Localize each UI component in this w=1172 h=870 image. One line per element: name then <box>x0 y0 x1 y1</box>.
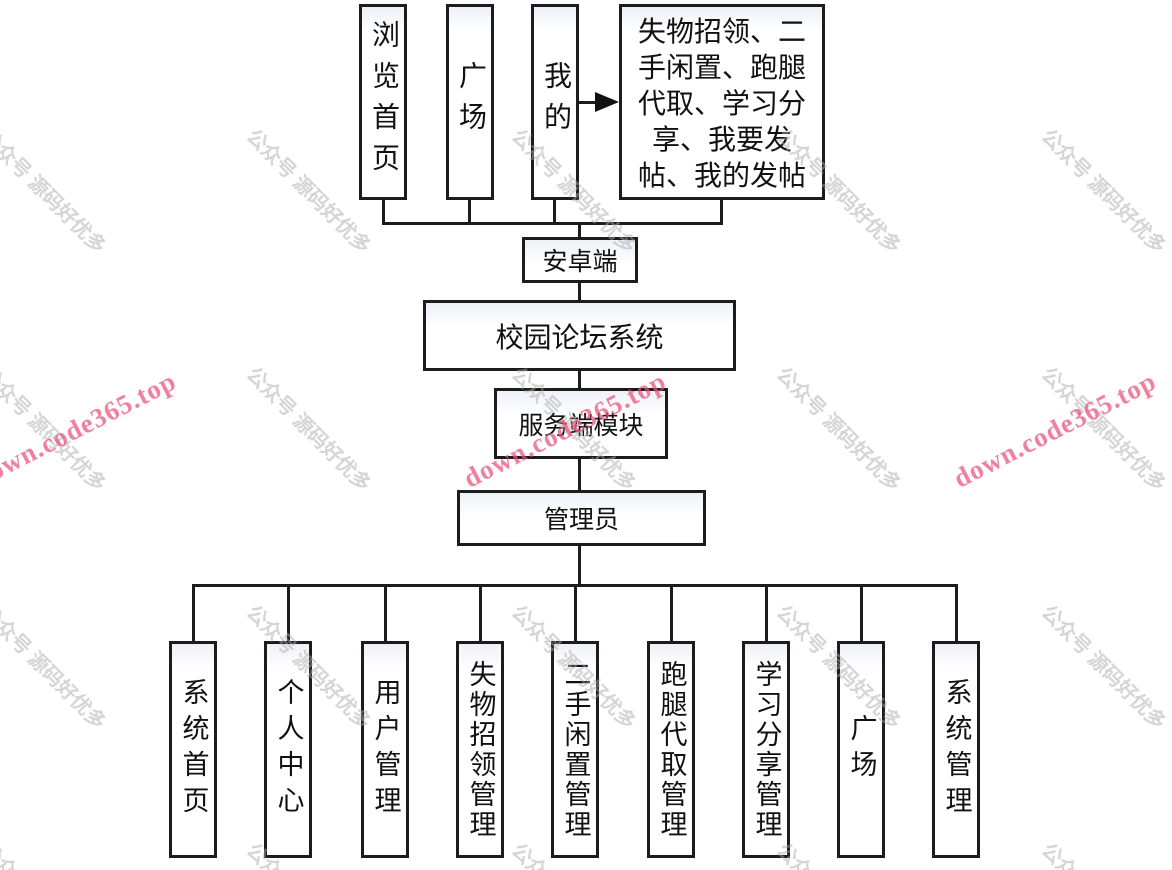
connector-mine <box>553 199 556 224</box>
connector-admin-to-bus <box>578 545 581 586</box>
connector-features <box>720 199 723 224</box>
node-mine-features: 失物招领、二 手闲置、跑腿 代取、学习分 享、我要发 帖、我的发帖 <box>619 4 825 200</box>
watermark-gray: 公众号 源码好优多 <box>0 601 110 735</box>
node-forum-system: 校园论坛系统 <box>423 300 736 371</box>
arrow-shaft <box>578 101 598 104</box>
connector-plaza <box>468 199 471 224</box>
node-user-mgmt-label: 用户管理 <box>370 677 401 822</box>
node-system-mgmt: 系统管理 <box>932 641 980 858</box>
node-user-mgmt: 用户管理 <box>361 641 409 858</box>
node-lost-found-mgmt: 失物招领管理 <box>456 641 504 858</box>
watermark-gray: 公众号 源码好优多 <box>1036 835 1172 870</box>
connector-server-to-admin <box>578 458 581 491</box>
connector-drop-1 <box>192 585 195 642</box>
node-android-label: 安卓端 <box>542 249 618 276</box>
node-mine-label: 我的 <box>540 61 571 143</box>
connector-drop-6 <box>670 585 673 642</box>
node-android: 安卓端 <box>522 237 638 283</box>
node-plaza: 广场 <box>446 4 494 200</box>
node-forum-system-label: 校园论坛系统 <box>495 322 664 354</box>
node-system-home-label: 系统首页 <box>178 677 209 822</box>
connector-drop-8 <box>860 585 863 642</box>
watermark-gray: 公众号 源码好优多 <box>0 835 114 870</box>
connector-android-to-system <box>578 282 581 301</box>
watermark-gray: 公众号 源码好优多 <box>771 363 905 497</box>
node-plaza-mgmt: 广场 <box>837 641 885 858</box>
node-secondhand-mgmt: 二手闲置管理 <box>551 641 599 858</box>
node-system-mgmt-label: 系统管理 <box>941 677 972 822</box>
features-line: 失物招领、二 <box>637 17 806 48</box>
node-system-home: 系统首页 <box>169 641 217 858</box>
watermark-gray: 公众号 源码好优多 <box>241 363 375 497</box>
features-line: 代取、学习分 <box>637 89 806 120</box>
connector-drop-5 <box>574 585 577 642</box>
connector-drop-3 <box>384 585 387 642</box>
node-server-module-label: 服务端模块 <box>518 412 644 440</box>
watermark-gray: 公众号 源码好优多 <box>0 125 110 259</box>
features-line: 手闲置、跑腿 <box>637 53 806 84</box>
node-errand-mgmt-label: 跑腿代取管理 <box>656 659 687 840</box>
watermark-gray: 公众号 源码好优多 <box>1036 601 1170 735</box>
arrow-head-icon <box>595 92 619 112</box>
node-lost-found-mgmt-label: 失物招领管理 <box>465 659 496 840</box>
node-plaza-label: 广场 <box>455 61 486 143</box>
watermark-gray: 公众号 源码好优多 <box>1036 125 1170 259</box>
node-personal-center-label: 个人中心 <box>273 677 304 822</box>
connector-top-bus <box>382 222 723 225</box>
connector-bus-to-android <box>578 222 581 238</box>
watermark-gray: 公众号 源码好优多 <box>0 363 110 497</box>
node-mine: 我的 <box>531 4 579 200</box>
node-study-share-mgmt: 学习分享管理 <box>742 641 790 858</box>
features-line: 帖、我的发帖 <box>637 161 806 192</box>
connector-browse-home <box>382 199 385 224</box>
connector-drop-7 <box>765 585 768 642</box>
watermark-red-url: down.code365.top <box>0 365 181 494</box>
watermark-gray: 公众号 源码好优多 <box>1036 363 1170 497</box>
node-admin: 管理员 <box>457 490 706 546</box>
node-personal-center: 个人中心 <box>264 641 312 858</box>
connector-drop-9 <box>955 585 958 642</box>
node-browse-home-label: 浏览首页 <box>368 20 399 184</box>
connector-drop-2 <box>287 585 290 642</box>
node-browse-home: 浏览首页 <box>359 4 407 200</box>
node-server-module: 服务端模块 <box>494 388 668 459</box>
node-errand-mgmt: 跑腿代取管理 <box>647 641 695 858</box>
connector-system-to-server <box>578 370 581 389</box>
node-secondhand-mgmt-label: 二手闲置管理 <box>560 659 591 840</box>
connector-drop-4 <box>479 585 482 642</box>
node-plaza-mgmt-label: 广场 <box>846 713 877 786</box>
features-line: 享、我要发 <box>651 125 792 156</box>
node-admin-label: 管理员 <box>543 507 619 534</box>
watermark-red-url: down.code365.top <box>948 365 1161 494</box>
node-study-share-mgmt-label: 学习分享管理 <box>751 659 782 840</box>
